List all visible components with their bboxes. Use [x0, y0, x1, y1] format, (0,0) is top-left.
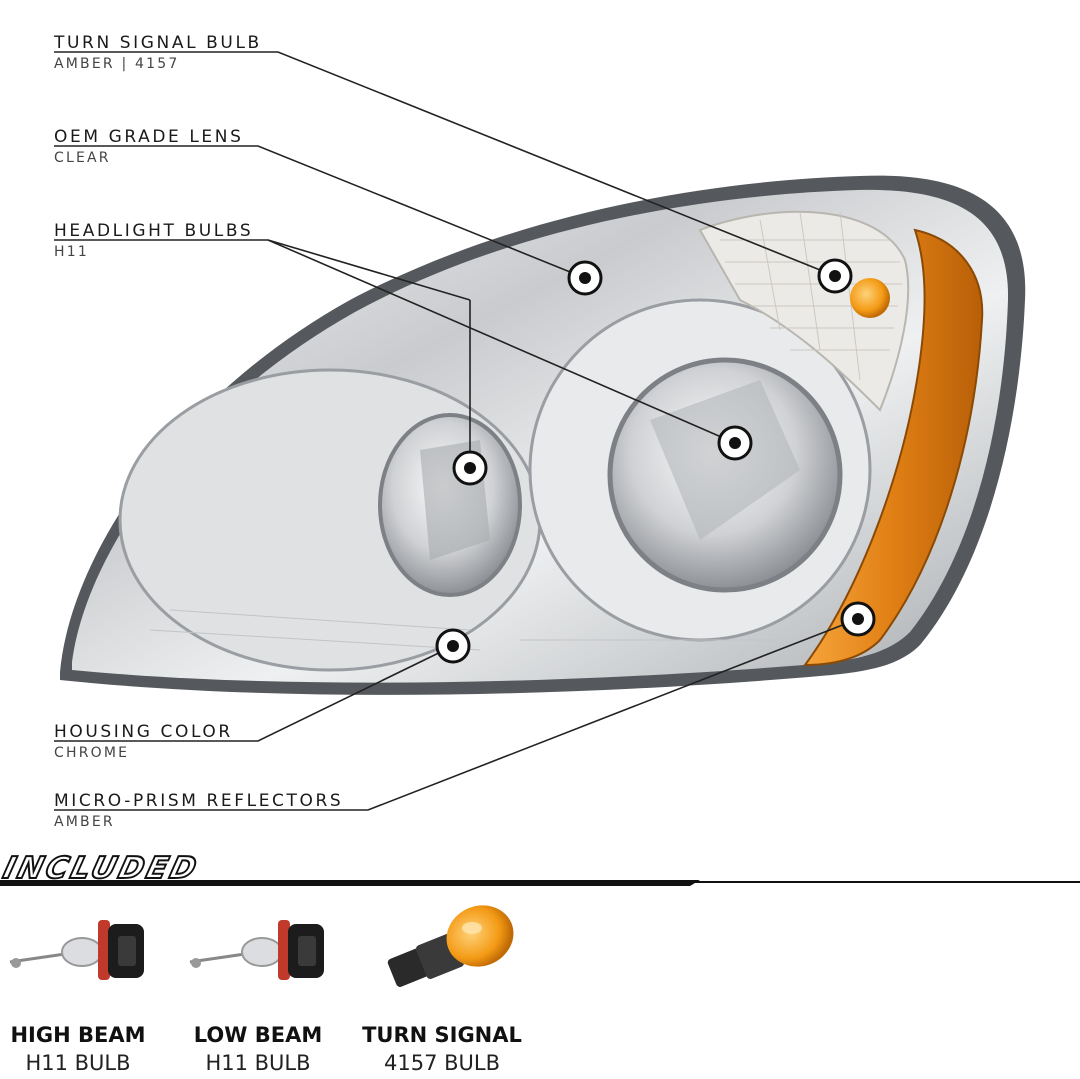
callout-title: HEADLIGHT BULBS: [54, 221, 254, 241]
callout-sub: AMBER: [54, 814, 115, 830]
callout-title: HOUSING COLOR: [54, 722, 233, 742]
callout-sub: AMBER | 4157: [54, 56, 180, 72]
target-markers: [435, 258, 876, 664]
included-item-high-beam: HIGH BEAM H11 BULB: [0, 1015, 168, 1075]
turn-signal-bulb-image: [387, 905, 514, 987]
clear-prism-lens: [698, 210, 910, 412]
callout-micro-prism-reflectors: MICRO-PRISM REFLECTORS AMBER: [54, 791, 343, 830]
included-item-turn-signal: TURN SIGNAL 4157 BULB: [352, 1015, 532, 1075]
item-label: TURN SIGNAL: [362, 1023, 522, 1047]
callout-sub: H11: [54, 244, 89, 260]
callout-oem-grade-lens: OEM GRADE LENS CLEAR: [54, 127, 243, 166]
callout-title: MICRO-PRISM REFLECTORS: [54, 791, 344, 811]
included-heading: INCLUDED: [0, 850, 204, 887]
low-beam-bulb-image: [189, 920, 324, 980]
item-spec: 4157 BULB: [383, 1051, 500, 1075]
callout-sub: CLEAR: [54, 150, 111, 166]
item-label: LOW BEAM: [193, 1023, 323, 1047]
callout-title: OEM GRADE LENS: [54, 127, 244, 147]
item-spec: H11 BULB: [25, 1051, 131, 1075]
item-spec: H11 BULB: [205, 1051, 311, 1075]
leader-lines: [54, 51, 859, 811]
callout-turn-signal-bulb: TURN SIGNAL BULB AMBER | 4157: [54, 33, 262, 72]
amber-turn-bulb: [850, 278, 890, 318]
included-item-low-beam: LOW BEAM H11 BULB: [168, 1015, 348, 1075]
item-label: HIGH BEAM: [10, 1023, 146, 1047]
amber-side-reflector: [803, 228, 984, 667]
marker-reflector: [840, 601, 876, 637]
marker-turn-signal: [817, 258, 853, 294]
high-beam-bulb-image: [9, 920, 144, 980]
marker-headlight-right: [717, 425, 753, 461]
callout-housing-color: HOUSING COLOR CHROME: [54, 722, 233, 761]
marker-lens: [567, 260, 603, 296]
marker-housing: [435, 628, 471, 664]
callout-headlight-bulbs: HEADLIGHT BULBS H11: [54, 221, 253, 260]
callout-sub: CHROME: [54, 745, 130, 761]
callout-title: TURN SIGNAL BULB: [54, 33, 262, 53]
marker-headlight-left: [452, 450, 488, 486]
